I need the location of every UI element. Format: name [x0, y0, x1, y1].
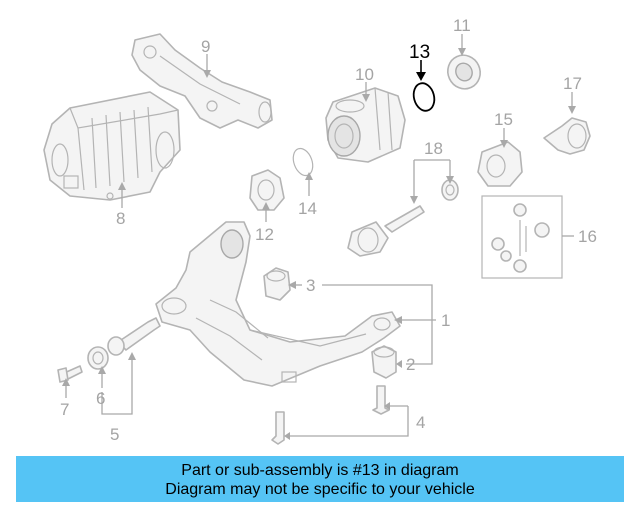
banner-line-2: Diagram may not be specific to your vehi…	[165, 481, 475, 498]
part-18-axle-shaft	[347, 179, 459, 257]
part-17-output-flange	[543, 117, 591, 155]
part-2-bushing	[371, 345, 397, 379]
part-4-bolts	[271, 385, 390, 445]
callout-3: 3	[306, 276, 315, 295]
leader-lines	[62, 34, 576, 440]
part-10-differential-housing	[325, 87, 406, 163]
part-14-o-ring	[292, 147, 314, 177]
callout-numbers: 9 8 10 11 13 12 14 15 17 18 16 3 1 2 4 5…	[60, 16, 597, 444]
callout-2: 2	[406, 355, 415, 374]
part-16-gear-set	[481, 195, 563, 279]
callout-7: 7	[60, 400, 69, 419]
part-13-o-ring	[412, 82, 436, 112]
callout-16: 16	[578, 227, 597, 246]
callout-8: 8	[116, 209, 125, 228]
part-9-crossmember-bracket	[131, 33, 273, 129]
callout-17: 17	[563, 74, 582, 93]
callout-6: 6	[96, 389, 105, 408]
callout-5: 5	[110, 425, 119, 444]
callout-13: 13	[409, 42, 430, 63]
part-3-bushing	[263, 267, 291, 301]
callout-12: 12	[255, 225, 274, 244]
callout-18: 18	[424, 139, 443, 158]
part-6-bushing	[87, 346, 109, 370]
callout-10: 10	[355, 65, 374, 84]
part-12-cover	[249, 169, 285, 211]
part-15-carrier	[477, 141, 523, 187]
part-8-supercharger	[43, 91, 181, 201]
part-7-bolt	[57, 365, 83, 383]
callout-1: 1	[441, 311, 450, 330]
callout-4: 4	[416, 413, 425, 432]
callout-14: 14	[298, 199, 317, 218]
part-1-subframe	[155, 221, 401, 387]
part-11-flange	[447, 54, 481, 90]
info-banner: Part or sub-assembly is #13 in diagram D…	[16, 456, 624, 502]
callout-15: 15	[494, 110, 513, 129]
parts-diagram: 9 8 10 11 13 12 14 15 17 18 16 3 1 2 4 5…	[43, 16, 597, 445]
callout-9: 9	[201, 37, 210, 56]
callout-11: 11	[453, 16, 471, 35]
banner-line-1: Part or sub-assembly is #13 in diagram	[181, 462, 459, 479]
part-5-link	[107, 317, 161, 356]
